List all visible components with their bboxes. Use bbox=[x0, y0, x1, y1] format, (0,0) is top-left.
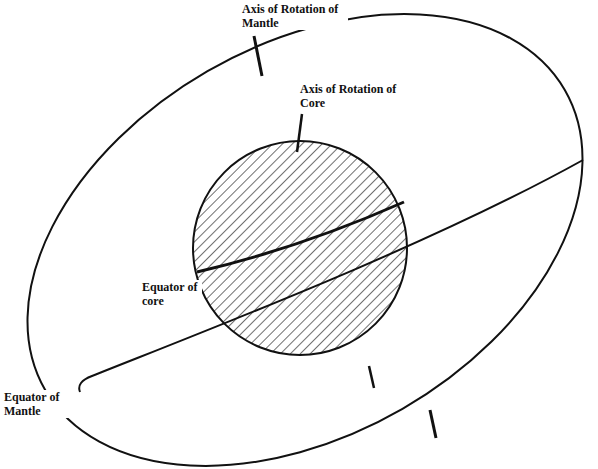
part-label: Axis of Rotation of Core bbox=[298, 82, 406, 110]
part-label: Equator of core bbox=[140, 280, 202, 308]
mantle-axis-top bbox=[254, 36, 262, 76]
part-label: Equator of Mantle bbox=[2, 390, 72, 418]
part-label: Axis of Rotation of Mantle bbox=[240, 2, 348, 30]
mantle-axis-bottom bbox=[430, 410, 436, 438]
core-axis-top bbox=[297, 114, 302, 152]
mantle-equator bbox=[79, 160, 583, 392]
core-axis-bottom bbox=[369, 366, 374, 388]
